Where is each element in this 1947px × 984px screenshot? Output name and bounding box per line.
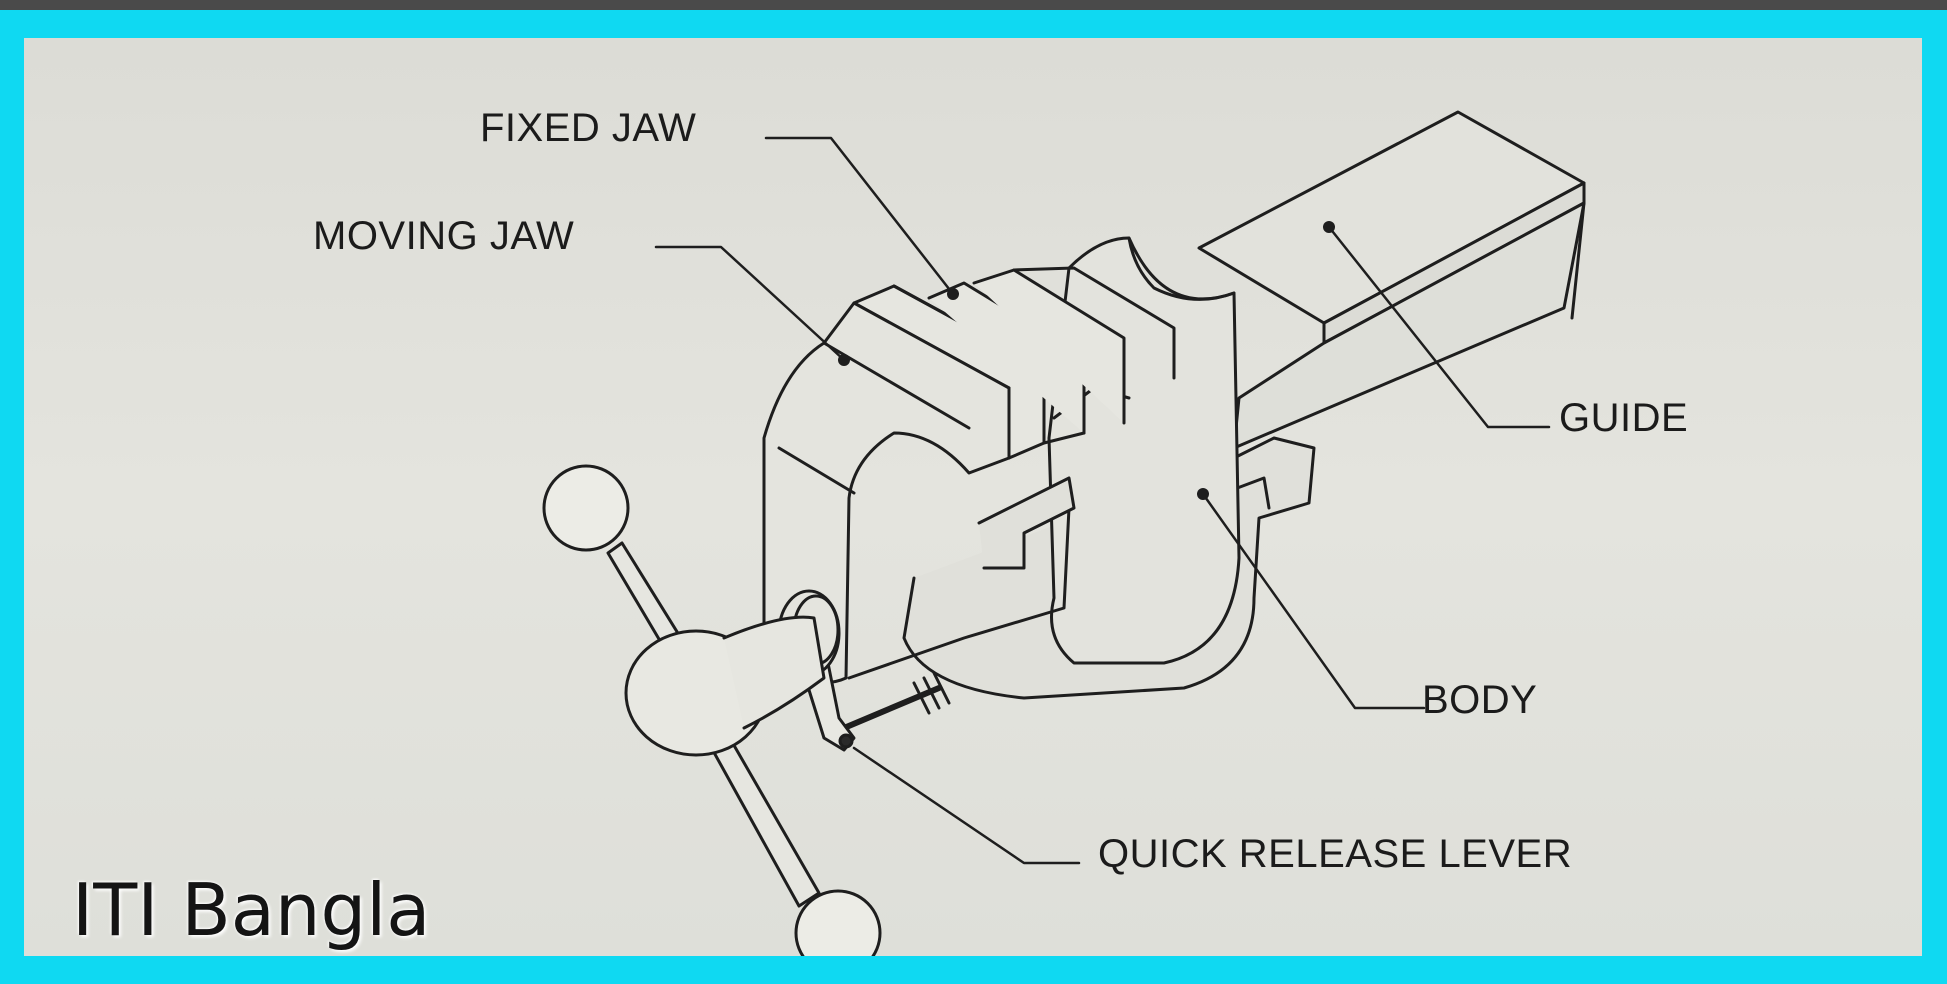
body-leader [1201,492,1426,710]
leader-dots [838,221,1335,500]
iti-bangla-watermark: ITI Bangla [72,868,431,952]
guide-leader [1327,225,1551,429]
label-moving-jaw: MOVING JAW [313,214,575,258]
top-edge-line [0,0,1947,10]
label-fixed-jaw: FIXED JAW [480,106,697,150]
moving-jaw-leader [654,245,846,362]
lever-leader [852,746,1081,865]
leader-lines [654,136,1551,865]
moving-jaw [762,301,1076,684]
label-quick-release-lever: QUICK RELEASE LEVER [1098,832,1573,876]
vice-handle [542,464,882,956]
diagram-frame: FIXED JAW MOVING JAW GUIDE BODY QUICK RE… [24,38,1922,956]
fixed-jaw-leader [764,136,955,296]
label-guide: GUIDE [1559,396,1689,440]
bench-vice-drawing [542,110,1586,956]
vice-body [1047,236,1241,665]
vice-spindle [841,671,951,731]
label-body: BODY [1422,678,1538,722]
guide-bar [1197,110,1586,450]
